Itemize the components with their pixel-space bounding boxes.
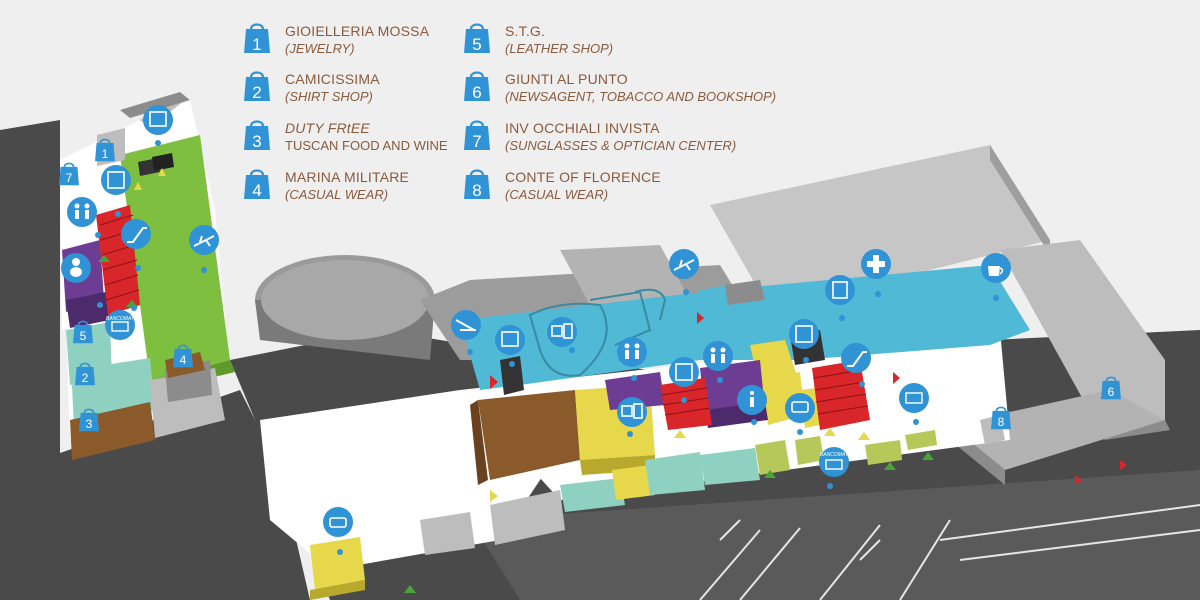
legend-name: S.T.G. [505, 23, 546, 39]
bus-pin[interactable] [785, 393, 815, 435]
atm-label-east: BANCOMAT [820, 452, 849, 458]
svg-text:4: 4 [252, 181, 261, 200]
shop-marker-8[interactable]: 8 [990, 406, 1012, 430]
toilets-pin-central-1[interactable] [617, 337, 647, 381]
legend-sub: (SUNGLASSES & OPTICIAN CENTER) [505, 138, 737, 153]
atm-pin-west[interactable]: BANCOMAT [105, 305, 137, 340]
elevator-pin-central[interactable] [669, 357, 699, 403]
shopping-bag-icon: 1 [243, 23, 271, 54]
info-pin[interactable] [737, 385, 767, 425]
first-aid-pin[interactable] [861, 249, 891, 297]
shop-marker-4[interactable]: 4 [172, 344, 194, 368]
legend-name: INV OCCHIALI INVISTA [505, 120, 660, 136]
shopping-bag-icon: 2 [243, 71, 271, 102]
toilets-pin-west[interactable] [67, 197, 101, 238]
green-area-west [120, 135, 230, 380]
shopping-bag-icon: 3 [243, 120, 271, 151]
atm-label-west: BANCOMAT [106, 316, 135, 322]
svg-text:2: 2 [82, 371, 89, 385]
svg-text:7: 7 [66, 171, 73, 185]
cyan-airside-area [460, 265, 1030, 390]
lost-found-pin-2[interactable] [617, 397, 647, 437]
toilets-pin-central-2[interactable] [703, 341, 733, 383]
atm-pin-east-2[interactable]: BANCOMAT [819, 447, 849, 489]
legend-sub: (NEWSAGENT, TOBACCO AND BOOKSHOP) [505, 89, 777, 104]
elevator-pin-west[interactable] [101, 165, 131, 217]
svg-text:4: 4 [180, 353, 187, 367]
arrivals-pin-central[interactable] [451, 310, 481, 355]
svg-text:3: 3 [252, 132, 261, 151]
shopping-bag-icon: 8 [463, 169, 491, 200]
legend-sub: (CASUAL WEAR) [285, 187, 389, 202]
escalator-pin-east[interactable] [841, 343, 871, 387]
legend-name: CONTE OF FLORENCE [505, 169, 661, 185]
svg-text:1: 1 [252, 35, 261, 54]
svg-text:6: 6 [472, 83, 481, 102]
shop-marker-2[interactable]: 2 [74, 362, 96, 386]
security-check-pin-east[interactable] [825, 275, 855, 321]
shop-purple-1 [605, 372, 665, 410]
svg-text:5: 5 [80, 329, 87, 343]
shop-marker-7[interactable]: 7 [58, 162, 80, 186]
legend-sub: (JEWELRY) [285, 41, 355, 56]
svg-text:8: 8 [998, 415, 1005, 429]
security-check-pin-central[interactable] [495, 325, 525, 367]
shopping-bag-icon: 5 [463, 23, 491, 54]
svg-text:5: 5 [472, 35, 481, 54]
elevator-pin-east[interactable] [789, 319, 819, 363]
escalator-central [660, 378, 712, 430]
departures-pin-central[interactable] [669, 249, 699, 295]
shop-marker-6[interactable]: 6 [1100, 376, 1122, 400]
shop-teal-front-1 [560, 478, 625, 512]
shopping-bag-icon: 7 [463, 120, 491, 151]
security-check-pin[interactable] [143, 105, 173, 146]
legend-name: MARINA MILITARE [285, 169, 410, 185]
shop-marker-5[interactable]: 5 [72, 320, 94, 344]
legend-name: GIUNTI AL PUNTO [505, 71, 628, 87]
car-rental-pin[interactable] [323, 507, 353, 555]
legend-sub: TUSCAN FOOD AND WINE [285, 138, 448, 153]
lost-found-pin[interactable] [547, 317, 577, 353]
legend-name: CAMICISSIMA [285, 71, 380, 87]
legend-sub: (CASUAL WEAR) [505, 187, 609, 202]
svg-text:2: 2 [252, 83, 261, 102]
legend-name: GIOIELLERIA MOSSA [285, 23, 430, 39]
svg-text:6: 6 [1108, 385, 1115, 399]
shop-marker-1[interactable]: 1 [94, 138, 116, 162]
central-terminal [255, 145, 1170, 600]
legend-sub: (SHIRT SHOP) [285, 89, 373, 104]
escalator-pin-west[interactable] [121, 219, 151, 271]
baby-care-pin[interactable] [61, 253, 103, 308]
svg-text:1: 1 [102, 147, 109, 161]
car-rental-building [310, 537, 365, 590]
cafe-pin[interactable] [981, 253, 1011, 301]
legend-sub: (LEATHER SHOP) [505, 41, 614, 56]
svg-text:8: 8 [472, 181, 481, 200]
svg-text:3: 3 [86, 417, 93, 431]
svg-text:7: 7 [472, 132, 481, 151]
direction-arrows [98, 168, 1127, 593]
shop-marker-3[interactable]: 3 [78, 408, 100, 432]
legend-name: DUTY FRtEE [285, 120, 370, 136]
shopping-bag-icon: 4 [243, 169, 271, 200]
shop-brown-central [478, 390, 580, 480]
departures-pin-west[interactable] [189, 225, 219, 273]
shopping-bag-icon: 6 [463, 71, 491, 102]
atm-pin-east-1[interactable] [899, 383, 929, 425]
